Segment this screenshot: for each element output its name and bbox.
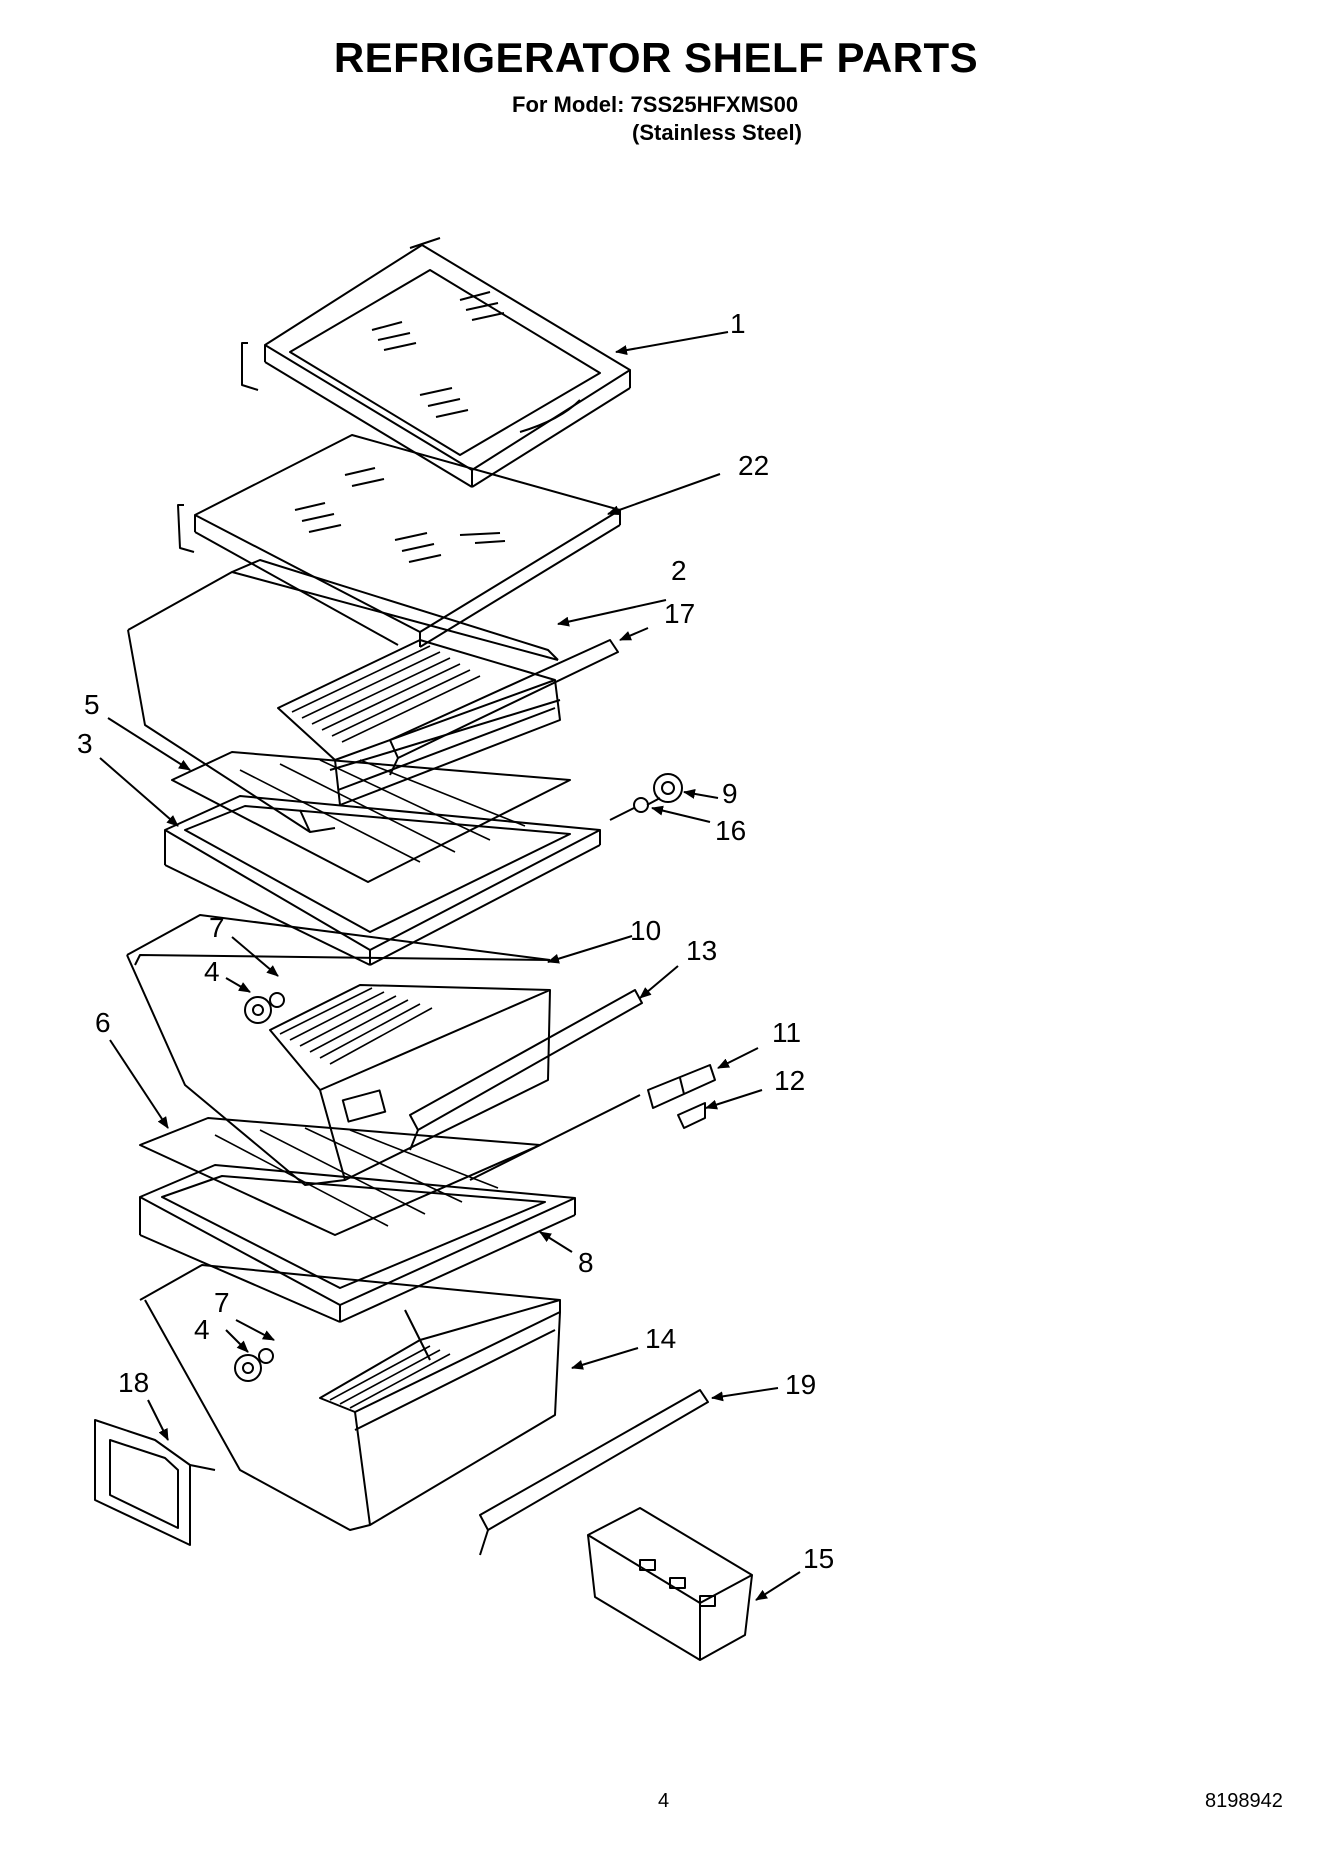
leader-arrow-11: [717, 1047, 759, 1069]
leader-arrow-9: [683, 788, 719, 799]
cover-frame-part-8: [139, 1164, 576, 1323]
callout-8: 8: [578, 1247, 594, 1278]
leader-arrow-4-lower: [225, 1329, 249, 1353]
callout-6: 6: [95, 1007, 111, 1038]
leader-arrow-10: [547, 935, 633, 964]
callout-10: 10: [630, 915, 661, 946]
crisper-pan-part-10: [126, 914, 551, 1186]
callout-17: 17: [664, 598, 695, 629]
dairy-bin-part-15: [587, 1507, 753, 1661]
leader-arrow-17: [619, 627, 649, 641]
leader-arrow-5: [107, 717, 191, 771]
leader-arrow-16: [651, 805, 711, 823]
cover-frame-part-3: [164, 795, 601, 966]
page-number: 4: [658, 1790, 670, 1812]
leader-arrow-4-upper: [225, 977, 251, 993]
leader-arrow-12: [705, 1089, 763, 1110]
crisper-pan-part-2: [127, 559, 561, 833]
leader-arrow-7-lower: [235, 1319, 275, 1341]
leader-arrow-6: [109, 1039, 169, 1129]
leader-arrow-8: [539, 1231, 573, 1253]
label-part-11: [647, 1064, 716, 1109]
roller-part-4-lower: [234, 1348, 274, 1382]
callout-7-lower: 7: [214, 1287, 230, 1318]
callout-1: 1: [730, 308, 746, 339]
trim-rail-part-19: [479, 1389, 709, 1556]
crisper-cover-part-6: [139, 1117, 541, 1236]
callout-7-upper: 7: [209, 912, 225, 943]
callout-15: 15: [803, 1543, 834, 1574]
callout-5: 5: [84, 689, 100, 720]
label-frame-part-18: [94, 1419, 216, 1546]
model-number: For Model: 7SS25HFXMS00: [512, 92, 799, 117]
glass-shelf-part-1: [241, 237, 631, 488]
callout-18: 18: [118, 1367, 149, 1398]
roller-part-4-upper: [244, 992, 285, 1024]
leader-arrow-18: [147, 1399, 169, 1441]
leader-arrow-3: [99, 757, 179, 827]
leader-arrow-2: [557, 599, 667, 627]
leader-arrow-13: [639, 965, 679, 999]
callout-2: 2: [671, 555, 687, 586]
callout-12: 12: [774, 1065, 805, 1096]
finish-label: (Stainless Steel): [632, 120, 802, 145]
leader-arrow-7-upper: [231, 936, 279, 977]
document-number: 8198942: [1205, 1790, 1283, 1812]
leader-arrow-1: [615, 331, 729, 355]
glass-shelf-part-22: [177, 434, 621, 648]
callout-19: 19: [785, 1369, 816, 1400]
callout-11: 11: [772, 1017, 801, 1048]
leader-arrow-19: [711, 1387, 779, 1402]
callout-14: 14: [645, 1323, 676, 1354]
meat-drawer-part-14: [139, 1264, 561, 1531]
trim-rail-part-13: [409, 989, 643, 1151]
leader-arrow-22: [607, 473, 721, 516]
callout-3: 3: [77, 728, 93, 759]
crisper-cover-part-5: [171, 751, 571, 883]
callout-9: 9: [722, 778, 738, 809]
leader-arrow-14: [571, 1347, 639, 1370]
callout-13: 13: [686, 935, 717, 966]
roller-part-9: [653, 773, 683, 803]
leader-arrow-15: [755, 1571, 801, 1601]
clip-part-12: [677, 1102, 706, 1129]
callout-4-lower: 4: [194, 1314, 210, 1345]
callout-4-upper: 4: [204, 956, 220, 987]
page-title: REFRIGERATOR SHELF PARTS: [333, 34, 979, 81]
screw-part-16: [609, 797, 661, 821]
callout-16: 16: [715, 815, 746, 846]
callout-22: 22: [738, 450, 769, 481]
